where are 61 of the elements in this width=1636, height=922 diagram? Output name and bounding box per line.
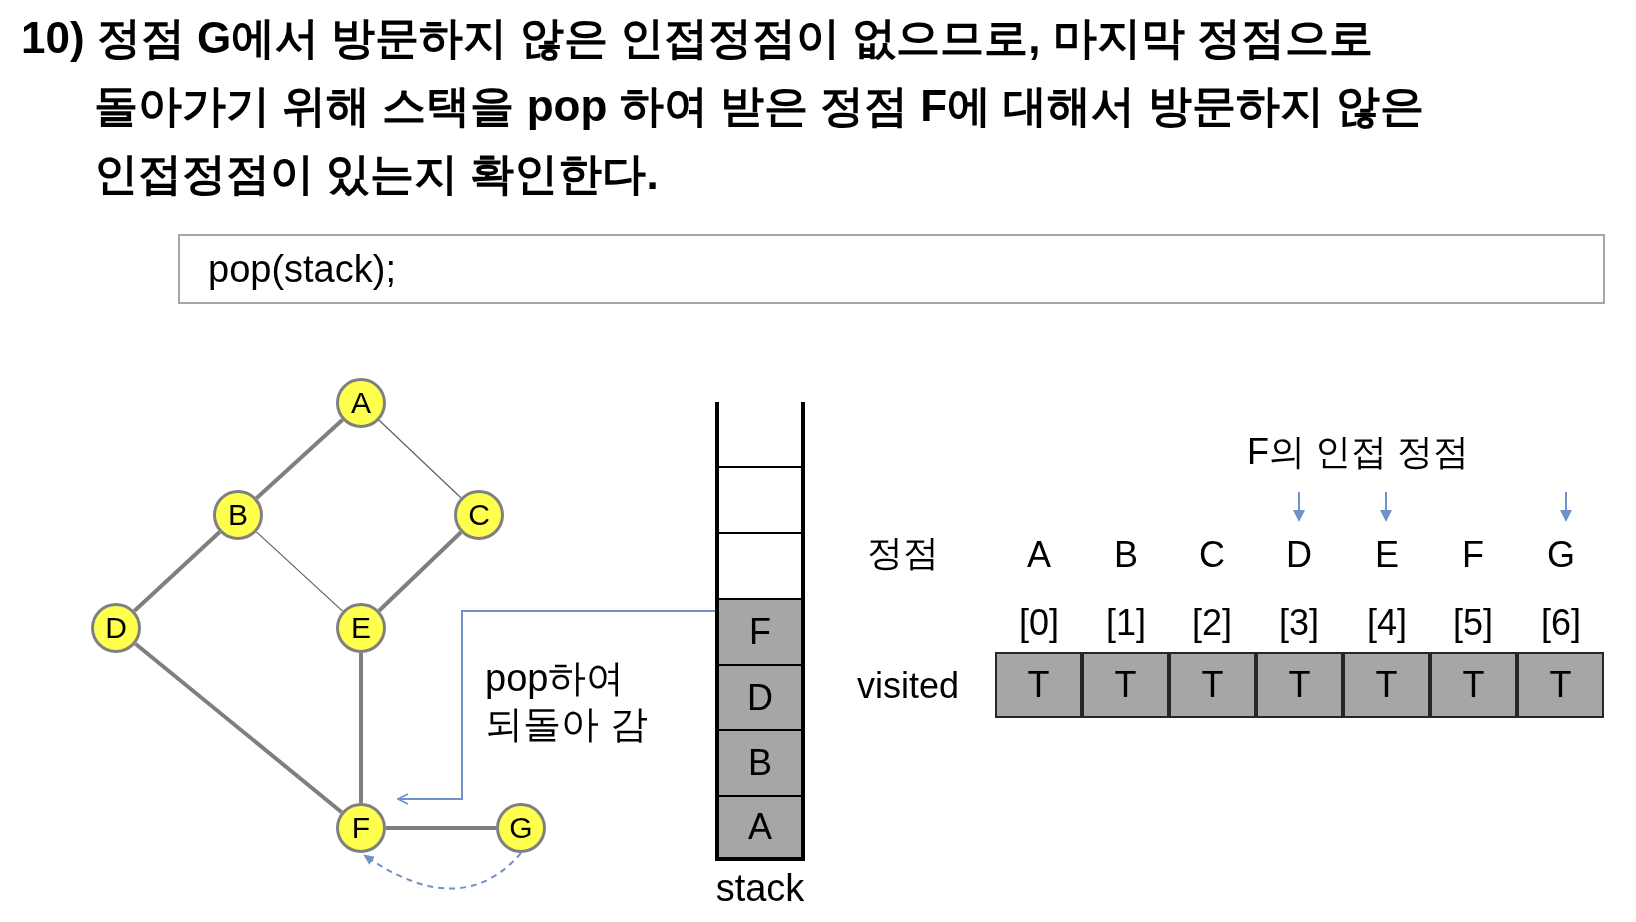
column-header: F: [1462, 537, 1484, 573]
stack-cell: [719, 729, 801, 795]
stack-cell: [719, 664, 801, 729]
column-header: A: [1027, 537, 1051, 573]
graph-edge: [386, 826, 496, 830]
node-text: A: [351, 388, 371, 418]
node-text: T: [1549, 663, 1572, 707]
node-text: T: [1375, 663, 1398, 707]
index-label: [0]: [1019, 605, 1059, 641]
index-label: [2]: [1192, 605, 1232, 641]
node-text: F: [351, 813, 371, 843]
row-header: 정점: [867, 535, 939, 571]
graph-edge: [134, 642, 343, 814]
node-text: D: [105, 613, 127, 643]
index-label: [5]: [1453, 605, 1493, 641]
column-header: C: [1199, 537, 1225, 573]
node-text: T: [1201, 663, 1224, 707]
index-label: [3]: [1279, 605, 1319, 641]
node-text: B: [748, 741, 772, 785]
graph-edge: [255, 531, 344, 612]
node-text: pop(stack);: [208, 246, 396, 292]
code-box: [178, 234, 1605, 304]
stack-cell: [719, 795, 801, 857]
index-label: [1]: [1106, 605, 1146, 641]
graph-edge: [133, 530, 221, 613]
graph-edge: [378, 419, 462, 499]
node-text: T: [1114, 663, 1137, 707]
arrow: [397, 610, 716, 805]
node-text: T: [1027, 663, 1050, 707]
array-cell: [1430, 652, 1517, 718]
graph-edge: [359, 653, 363, 803]
index-label: [4]: [1367, 605, 1407, 641]
column-header: D: [1286, 537, 1312, 573]
array-cell: [1517, 652, 1604, 718]
node-text: C: [468, 500, 490, 530]
node-text: T: [1462, 663, 1485, 707]
node-text: E: [351, 613, 371, 643]
title: 10) 정점 G에서 방문하지 않은 인접정점이 없으므로, 마지막 정점으로 돌아가기 위해 스택을 pop 하여 받은 정점 F에 대해서 방문하지 않은 인접정점이 있는지 확인한다.: [21, 12, 1425, 200]
array-cell: [995, 652, 1082, 718]
node-text: A: [748, 805, 772, 849]
graph-edge: [255, 418, 344, 500]
graph-edge: [377, 530, 463, 613]
annotation-text: F의 인접 정점: [1247, 434, 1469, 470]
node-text: F: [749, 610, 771, 654]
stack-container: [715, 402, 805, 861]
index-label: [6]: [1541, 605, 1581, 641]
column-header: E: [1375, 537, 1399, 573]
column-header: B: [1114, 537, 1138, 573]
row-header: visited: [857, 668, 959, 704]
array-cell: [1082, 652, 1169, 718]
array-cell: [1256, 652, 1343, 718]
column-header: G: [1547, 537, 1575, 573]
node-text: B: [228, 500, 248, 530]
node-text: D: [747, 675, 773, 720]
stack-cell: [719, 598, 801, 664]
array-cell: [1343, 652, 1430, 718]
arrow: [363, 852, 522, 890]
array-cell: [1169, 652, 1256, 718]
stack-label: stack: [714, 869, 806, 907]
node-text: T: [1288, 663, 1311, 707]
node-text: G: [509, 813, 533, 843]
